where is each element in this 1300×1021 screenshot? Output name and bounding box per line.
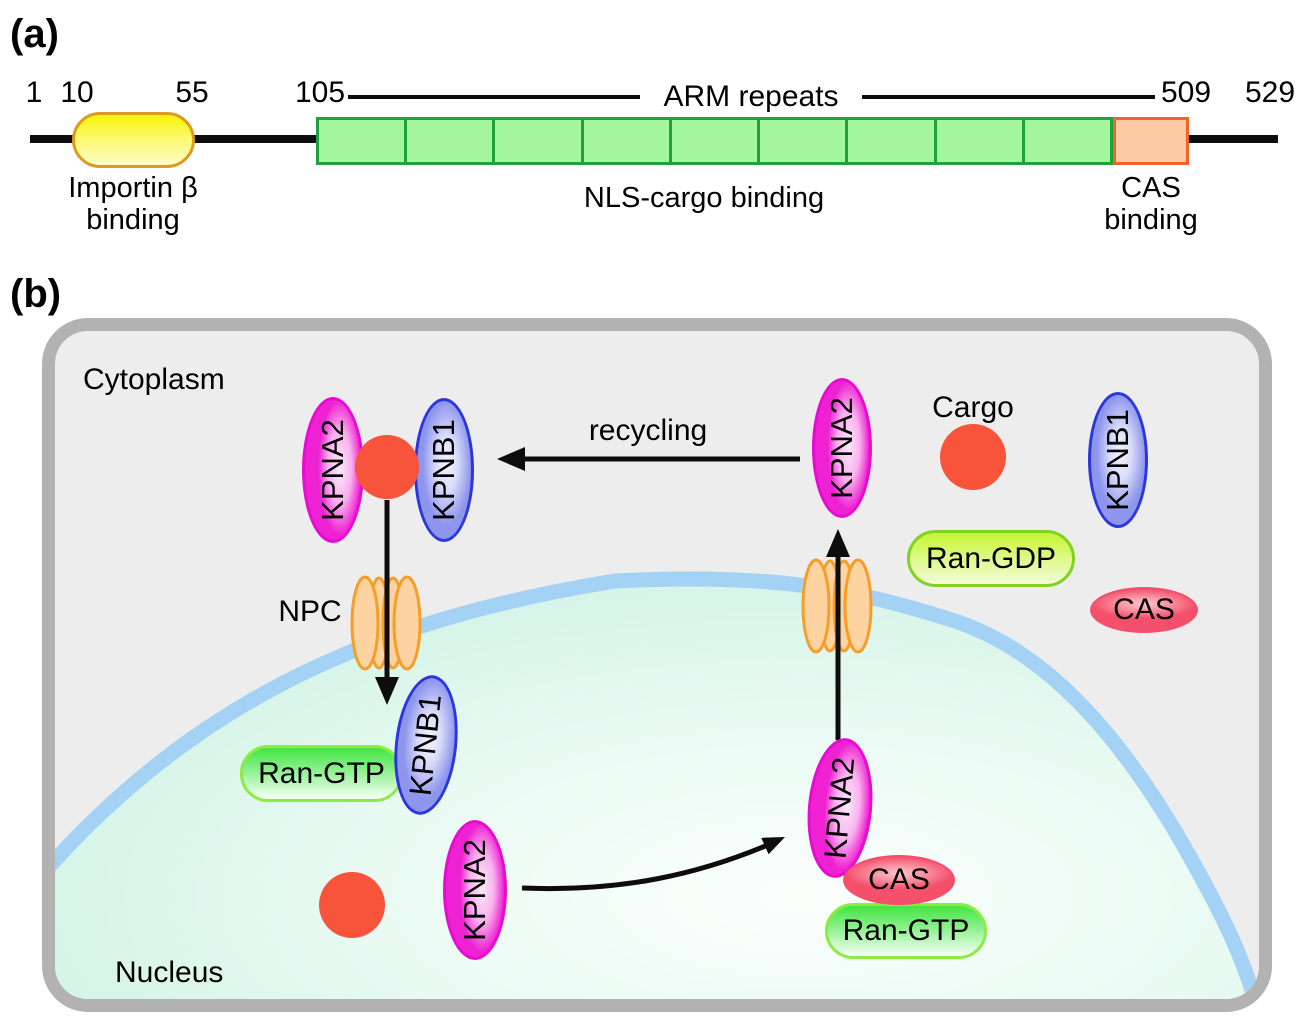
ran-gtp-label: Ran-GTP	[842, 914, 970, 947]
nls-cargo-binding-label: NLS-cargo binding	[583, 182, 825, 214]
kpnb1-label: KPNB1	[1100, 409, 1136, 511]
kpna2-ellipse-nucleus: KPNA2	[443, 820, 507, 960]
arm-bracket-label: ARM repeats	[663, 80, 839, 113]
arm-bracket-line-left	[348, 95, 640, 99]
kpnb1-label: KPNB1	[402, 692, 449, 798]
cas-label-line2: binding	[1104, 204, 1198, 236]
arm-repeat-segment	[760, 120, 849, 162]
kpna2-ellipse-recycled: KPNA2	[812, 378, 872, 518]
arm-repeat-segment	[936, 120, 1025, 162]
kpna2-label: KPNA2	[817, 755, 862, 861]
arm-repeat-segment	[848, 120, 937, 162]
cas-binding-label: CAS binding	[1104, 172, 1198, 236]
arm-repeat-segment	[671, 120, 761, 162]
importin-beta-binding-domain	[72, 112, 195, 168]
export-arrow	[826, 529, 850, 740]
residue-529: 529	[1244, 76, 1296, 109]
residue-1: 1	[25, 76, 43, 109]
importin-label-line1: Importin β	[68, 172, 198, 204]
cas-label: CAS	[868, 863, 930, 896]
kpna2-label: KPNA2	[457, 839, 493, 941]
cargo-circle-nucleus	[319, 872, 385, 938]
nls-cargo-binding-domain	[316, 117, 1113, 165]
arm-repeat-segment	[407, 120, 496, 162]
nucleus-label: Nucleus	[115, 956, 224, 989]
cytoplasm-label: Cytoplasm	[83, 363, 225, 396]
recycling-label: recycling	[588, 414, 708, 447]
cargo-circle-free	[940, 424, 1006, 490]
ran-gtp-capsule-export-complex: Ran-GTP	[825, 903, 987, 959]
residue-105: 105	[294, 76, 346, 109]
cas-label: CAS	[1113, 593, 1175, 626]
ran-gdp-label: Ran-GDP	[925, 541, 1057, 575]
arm-bracket-line-right	[862, 95, 1155, 99]
ran-gtp-label: Ran-GTP	[258, 756, 385, 790]
importin-beta-binding-label: Importin β binding	[68, 172, 198, 236]
cas-label-line1: CAS	[1121, 172, 1181, 204]
npc-label: NPC	[278, 595, 342, 628]
recycling-arrow	[497, 447, 800, 471]
arm-repeat-segment	[583, 120, 672, 162]
arm-repeat-segment	[1024, 120, 1110, 162]
panel-b-cell: Cytoplasm Nucleus NPC recycling Cargo KP…	[42, 318, 1272, 1012]
kpnb1-ellipse-free: KPNB1	[1088, 392, 1148, 528]
arm-repeat-segment	[319, 120, 408, 162]
nucleus-membrane	[55, 571, 1259, 999]
kpna2-label: KPNA2	[824, 397, 860, 499]
cas-ellipse-export-complex: CAS	[843, 855, 955, 905]
import-arrow	[375, 500, 399, 705]
arm-repeat-segment	[495, 120, 584, 162]
kpna2-to-cas-arrow	[521, 837, 785, 892]
residue-55: 55	[175, 76, 209, 109]
panel-b-tag: (b)	[10, 272, 62, 316]
kpnb1-ellipse-cytoplasm-complex: KPNB1	[414, 398, 474, 542]
cas-ellipse-cytoplasm: CAS	[1090, 587, 1198, 633]
residue-10: 10	[60, 76, 94, 109]
ran-gtp-capsule-left: Ran-GTP	[240, 745, 403, 802]
npc-right-icon	[801, 558, 873, 654]
importin-label-line2: binding	[86, 204, 180, 236]
ran-gdp-capsule: Ran-GDP	[907, 530, 1075, 587]
residue-509: 509	[1160, 76, 1212, 109]
kpna2-label: KPNA2	[315, 419, 351, 521]
cargo-label: Cargo	[932, 391, 1014, 424]
cas-binding-domain	[1113, 117, 1189, 165]
cargo-circle-complex	[355, 435, 419, 499]
panel-a-tag: (a)	[10, 12, 59, 56]
kpnb1-label: KPNB1	[426, 419, 462, 521]
